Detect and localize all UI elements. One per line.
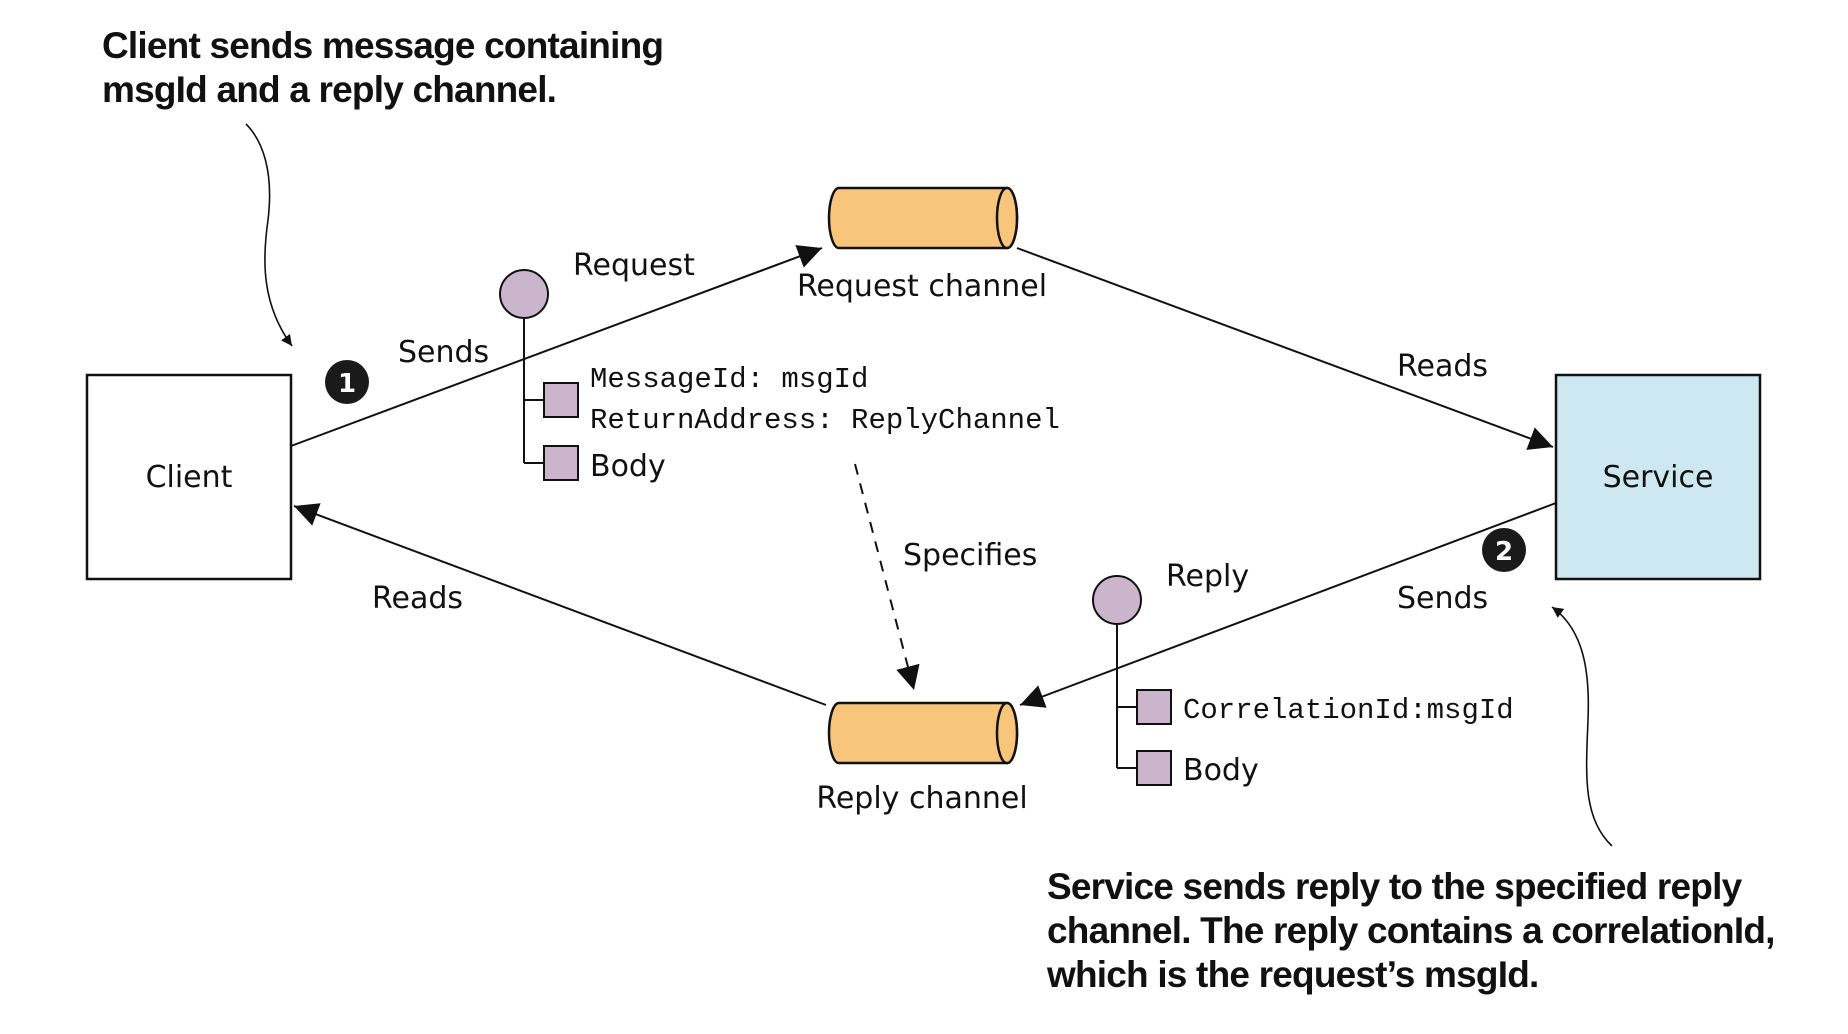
client-annotation-line-1: Client sends message containing: [102, 25, 663, 66]
edge-label-client-sends: Sends: [398, 335, 489, 370]
service-annotation-line-2: channel. The reply contains a correlatio…: [1047, 910, 1775, 951]
client-label: Client: [146, 460, 233, 495]
step-1-badge: [325, 360, 369, 404]
edge-label-client-reads: Reads: [372, 581, 463, 616]
request-field-return-address: ReturnAddress: ReplyChannel: [590, 404, 1060, 437]
reply-message-icon: [1092, 575, 1142, 625]
arrow-service-to-reply-channel: [1019, 502, 1557, 708]
reply-header-square: [1136, 689, 1172, 725]
service-annotation-line-3: which is the request’s msgId.: [1046, 954, 1539, 995]
request-channel-label: Request channel: [797, 269, 1047, 304]
service-annotation-arrow: [1551, 606, 1613, 847]
arrow-reply-channel-to-client: [293, 503, 827, 706]
request-message-icon: [499, 269, 549, 319]
request-body-label: Body: [590, 449, 666, 484]
edge-label-service-sends: Sends: [1397, 581, 1488, 616]
request-message: [499, 269, 579, 481]
arrow-specifies: [854, 463, 920, 691]
reply-channel-label: Reply channel: [816, 781, 1027, 816]
request-header-square: [543, 382, 579, 418]
client-box[interactable]: [85, 373, 293, 581]
client-annotation-line-2: msgId and a reply channel.: [102, 69, 556, 110]
arrow-request-channel-to-service: [1016, 247, 1554, 450]
edge-label-specifies: Specifies: [903, 538, 1037, 573]
edge-label-service-reads: Reads: [1397, 349, 1488, 384]
reply-message-label: Reply: [1166, 559, 1249, 594]
request-body-square: [543, 445, 579, 481]
service-annotation-line-1: Service sends reply to the specified rep…: [1047, 866, 1743, 907]
arrow-client-to-request-channel: [290, 245, 823, 447]
step-1-number: 1: [338, 369, 356, 399]
client-annotation-arrow: [245, 123, 293, 347]
reply-body-square: [1136, 750, 1172, 786]
reply-message: [1092, 575, 1172, 786]
request-message-label: Request: [573, 248, 695, 283]
service-label: Service: [1603, 460, 1714, 495]
step-2-number: 2: [1495, 537, 1513, 567]
request-channel[interactable]: [827, 186, 1019, 250]
reply-channel[interactable]: [827, 701, 1019, 765]
service-box[interactable]: [1554, 373, 1762, 581]
step-2-badge: [1482, 528, 1526, 572]
reply-field-correlation-id: CorrelationId:msgId: [1183, 694, 1514, 727]
reply-body-label: Body: [1183, 753, 1259, 788]
request-field-message-id: MessageId: msgId: [590, 363, 868, 396]
